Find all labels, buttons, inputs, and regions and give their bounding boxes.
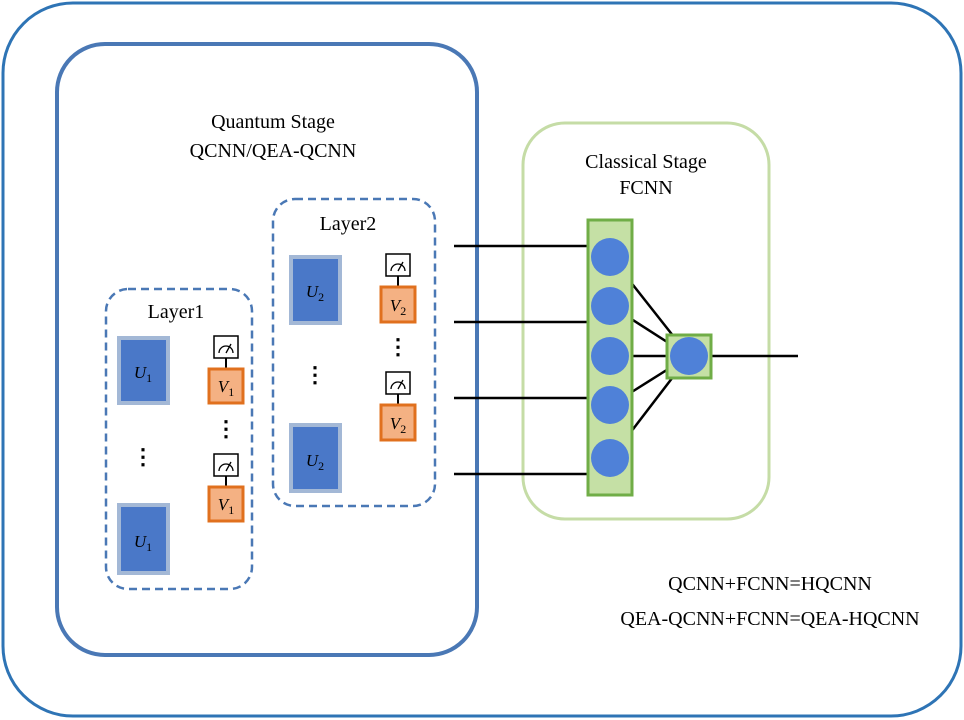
hidden-neuron — [591, 386, 629, 424]
hidden-neuron — [591, 337, 629, 375]
layer2-unitary-ellipsis: ⋮ — [304, 362, 326, 387]
layer1-measurement-bottom: V1 — [207, 453, 245, 523]
layer1-measurement-ellipsis: ⋮ — [215, 416, 237, 441]
quantum-stage-title: Quantum Stage — [211, 111, 335, 133]
meter-icon — [213, 335, 239, 359]
output-neuron — [670, 337, 708, 375]
svg-text:V1: V1 — [218, 495, 234, 517]
meter-icon — [385, 253, 411, 277]
hidden-neurons — [591, 238, 629, 477]
layer1-box — [104, 287, 254, 591]
layer2-label: Layer2 — [320, 213, 377, 235]
quantum-stage-box — [55, 42, 479, 657]
svg-text:V2: V2 — [390, 296, 406, 318]
layer1-unitary-bottom: U1 — [117, 503, 170, 575]
layer2-unitary-top: U2 — [289, 255, 342, 325]
hidden-neuron — [591, 439, 629, 477]
layer2-measurement-ellipsis: ⋮ — [387, 334, 409, 359]
svg-text:U2: U2 — [306, 282, 324, 304]
svg-text:U1: U1 — [134, 363, 152, 385]
input-connections — [454, 244, 590, 476]
layer2-unitary-bottom: U2 — [289, 423, 342, 493]
layer1-measurement-top: V1 — [207, 335, 245, 405]
svg-text:V1: V1 — [218, 377, 234, 399]
layer2-measurement-top: V2 — [379, 253, 417, 324]
meter-icon — [385, 371, 411, 395]
equation-qea-hqcnn: QEA-QCNN+FCNN=QEA-HQCNN — [620, 608, 919, 630]
equation-hqcnn: QCNN+FCNN=HQCNN — [668, 573, 872, 595]
svg-text:U1: U1 — [134, 532, 152, 554]
layer2-measurement-bottom: V2 — [379, 371, 417, 442]
layer2-box — [271, 197, 437, 508]
layer1-unitary-top: U1 — [117, 336, 170, 405]
layer1-unitary-ellipsis: ⋮ — [132, 444, 154, 469]
svg-text:U2: U2 — [306, 451, 324, 473]
quantum-stage-subtitle: QCNN/QEA-QCNN — [190, 140, 357, 162]
svg-text:V2: V2 — [390, 414, 406, 436]
layer1-label: Layer1 — [148, 301, 205, 323]
classical-stage-title: Classical Stage — [585, 151, 707, 173]
hidden-neuron — [591, 238, 629, 276]
hidden-neuron — [591, 287, 629, 325]
meter-icon — [213, 453, 239, 477]
classical-stage-subtitle: FCNN — [619, 177, 672, 199]
